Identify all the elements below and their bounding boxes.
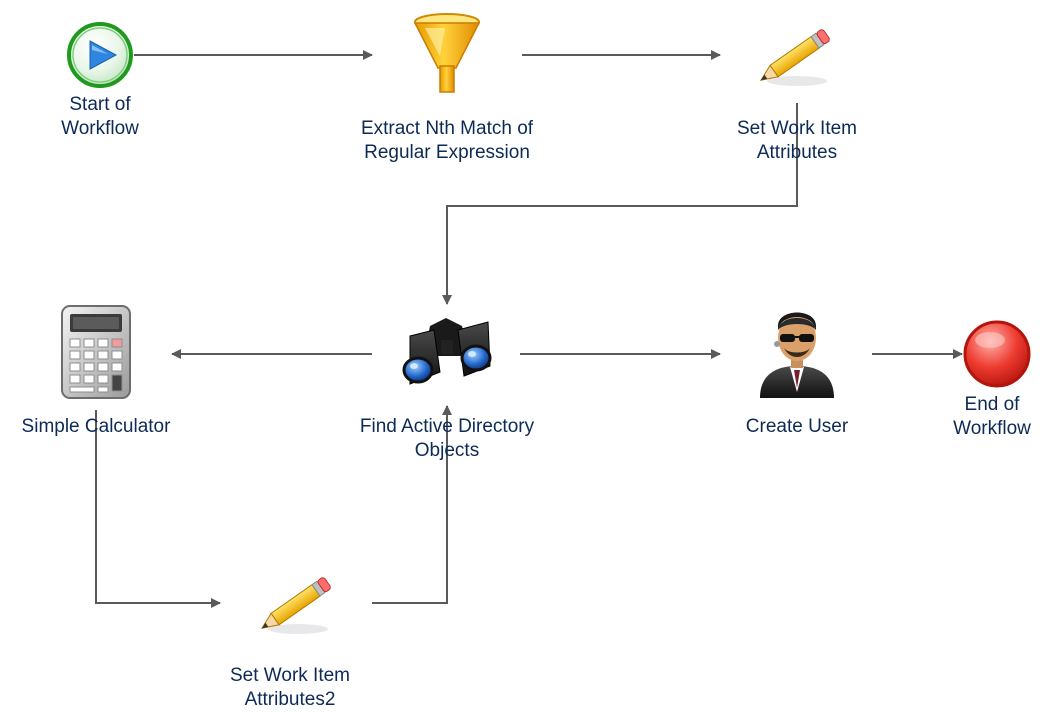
calculator-icon <box>61 305 131 399</box>
pencil-icon <box>759 29 830 86</box>
play-icon <box>67 22 133 88</box>
set-work-item-attributes-node[interactable] <box>757 29 851 116</box>
label-line-2: Workflow <box>61 118 139 139</box>
create-user-node[interactable] <box>760 312 834 399</box>
label-line-1: Set Work Item <box>229 665 350 686</box>
label-line-1: End of <box>964 394 1020 415</box>
find-active-directory-objects-label: Find Active Directory Objects <box>322 415 572 463</box>
simple-calculator-label: Simple Calculator <box>6 415 186 439</box>
create-user-label: Create User <box>717 415 877 439</box>
connector-setattr-to-findad <box>442 103 798 305</box>
end-of-workflow-label: End of Workflow <box>937 393 1047 441</box>
label-line-2: Workflow <box>953 418 1031 439</box>
find-active-directory-objects-node[interactable] <box>402 318 492 385</box>
start-of-workflow-label: Start of Workflow <box>40 93 160 141</box>
start-of-workflow-node[interactable] <box>67 22 133 88</box>
funnel-icon <box>413 13 481 93</box>
simple-calculator-node[interactable] <box>61 305 131 399</box>
set-work-item-attributes2-node[interactable] <box>258 577 352 664</box>
label-line-1: Find Active Directory <box>359 416 535 437</box>
user-icon <box>760 312 834 398</box>
label-line-1: Create User <box>745 416 849 437</box>
connector-setattr2-to-findad <box>372 405 452 604</box>
label-line-2: Attributes <box>756 142 838 163</box>
binoculars-icon <box>402 318 492 385</box>
label-line-1: Start of <box>69 94 131 115</box>
label-line-2: Regular Expression <box>364 142 530 163</box>
connectors <box>95 50 963 608</box>
pencil-icon <box>260 577 331 634</box>
label-line-1: Extract Nth Match of <box>360 118 534 139</box>
extract-nth-match-node[interactable] <box>413 13 481 93</box>
label-line-2: Objects <box>414 440 480 461</box>
label-line-2: Attributes2 <box>244 689 336 710</box>
set-work-item-attributes2-label: Set Work Item Attributes2 <box>190 664 390 712</box>
label-line-1: Simple Calculator <box>21 416 171 437</box>
set-work-item-attributes-label: Set Work Item Attributes <box>697 117 897 165</box>
label-line-1: Set Work Item <box>736 118 857 139</box>
connector-calculator-to-setattr2 <box>95 410 221 608</box>
end-of-workflow-node[interactable] <box>963 320 1031 388</box>
extract-nth-match-label: Extract Nth Match of Regular Expression <box>322 117 572 165</box>
stop-icon <box>963 320 1031 388</box>
